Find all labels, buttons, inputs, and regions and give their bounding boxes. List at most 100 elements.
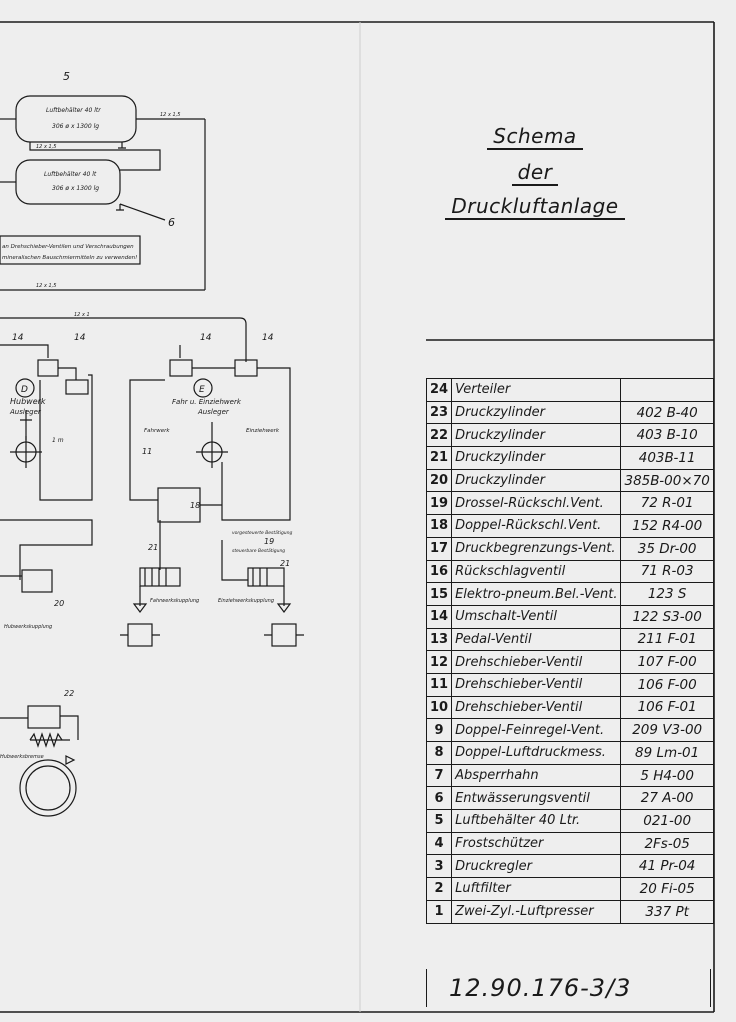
label-steuerbare: steuerbare Bestätigung <box>232 548 285 554</box>
part-name: Frostschützer <box>451 831 622 856</box>
note-line-2: mineralischen Bauschmiermitteln zu verwe… <box>2 255 137 261</box>
part-position: 12 <box>425 650 453 674</box>
part-name: Druckregler <box>451 854 622 879</box>
note-box <box>0 235 141 265</box>
part-name: Rückschlagventil <box>451 559 622 584</box>
part-name: Doppel-Rückschl.Vent. <box>451 514 622 538</box>
part-number: 211 F-01 <box>620 627 714 652</box>
label-19: 19 <box>264 537 274 546</box>
label-hubwerk: Hubwerk <box>10 397 46 406</box>
part-name: Elektro-pneum.Bel.-Vent. <box>451 582 622 606</box>
part-number: 35 Dr-00 <box>620 536 714 561</box>
label-6: 6 <box>168 216 175 229</box>
part-position: 6 <box>425 786 453 811</box>
label-hubwerkskupplung: Hubwerkskupplung <box>4 624 52 630</box>
part-name: Doppel-Luftdruckmess. <box>451 741 622 765</box>
part-name: Druckbegrenzungs-Vent. <box>451 536 622 561</box>
part-position: 8 <box>425 741 453 765</box>
label-pipe-b: 12 x 1,5 <box>36 144 56 150</box>
title-line-3: Druckluftanlage <box>430 194 640 220</box>
label-18: 18 <box>190 501 200 510</box>
part-position: 4 <box>425 831 453 856</box>
part-name: Drehschieber-Ventil <box>451 672 622 697</box>
part-number: 021-00 <box>620 809 714 833</box>
part-name: Luftbehälter 40 Ltr. <box>451 809 622 833</box>
part-position: 16 <box>425 559 453 584</box>
hubwerk-valve-group <box>0 344 93 593</box>
part-position: 23 <box>425 400 453 425</box>
part-position: 1 <box>425 899 453 924</box>
label-5: 5 <box>63 70 70 83</box>
part-number: 106 F-01 <box>620 695 714 720</box>
part-number: 107 F-00 <box>620 650 714 674</box>
part-name: Luftfilter <box>451 877 622 901</box>
part-name: Druckzylinder <box>451 400 622 425</box>
label-pipe-a: 12 x 1,5 <box>160 112 180 118</box>
label-circle-d: D <box>21 385 28 395</box>
label-22: 22 <box>64 689 74 698</box>
part-name: Druckzylinder <box>451 446 622 470</box>
part-name: Verteiler <box>451 378 622 402</box>
part-position: 24 <box>425 378 453 402</box>
part-position: 21 <box>425 446 453 470</box>
label-21a: 21 <box>148 543 158 552</box>
part-number <box>620 378 714 402</box>
part-number: 152 R4-00 <box>620 514 714 538</box>
label-hubwerk-ausleger: Ausleger <box>9 408 42 416</box>
label-reservoir-lower: Luftbehälter 40 lt <box>44 171 97 178</box>
part-name: Zwei-Zyl.-Luftpresser <box>451 899 622 924</box>
label-circle-e: E <box>199 385 205 395</box>
part-position: 22 <box>425 423 453 448</box>
label-14d: 14 <box>262 333 274 343</box>
part-number: 41 Pr-04 <box>620 854 714 879</box>
label-fahrwerk: Fahrwerk <box>144 428 170 434</box>
label-1m: 1 m <box>52 437 64 444</box>
part-position: 11 <box>425 672 453 697</box>
part-number: 106 F-00 <box>620 672 714 697</box>
title-line-1: Schema <box>430 124 640 150</box>
brake-cylinder-group <box>0 705 79 817</box>
note-line-1: an Drehschieber-Ventilen und Verschraubu… <box>2 244 134 250</box>
part-number: 89 Lm-01 <box>620 741 714 765</box>
reservoir-upper <box>0 95 206 290</box>
part-name: Doppel-Feinregel-Vent. <box>451 718 622 742</box>
reservoir-lower <box>0 142 166 221</box>
label-reservoir-lower-dim: 306 ø x 1300 lg <box>52 185 99 192</box>
part-number: 385B-00×70 <box>620 468 714 493</box>
label-21b: 21 <box>280 559 290 568</box>
part-number: 123 S <box>620 582 714 606</box>
part-position: 19 <box>425 491 453 516</box>
label-fahr-ausleger: Ausleger <box>197 408 230 416</box>
label-14a: 14 <box>12 333 24 343</box>
fahrwerk-valve-group <box>120 345 304 647</box>
part-position: 17 <box>425 536 453 561</box>
sheet-frame <box>0 21 715 1013</box>
part-name: Drehschieber-Ventil <box>451 650 622 674</box>
part-number: 209 V3-00 <box>620 718 714 742</box>
part-position: 9 <box>425 718 453 742</box>
part-position: 14 <box>425 604 453 629</box>
label-reservoir-upper-dim: 306 ø x 1300 lg <box>52 123 99 130</box>
part-position: 13 <box>425 627 453 652</box>
part-number: 403 B-10 <box>620 423 714 448</box>
label-reservoir-upper: Luftbehälter 40 ltr <box>46 107 101 114</box>
label-20: 20 <box>54 599 64 608</box>
part-number: 71 R-03 <box>620 559 714 584</box>
label-fahrwerkskupplung: Fahrwerkskupplung <box>150 598 199 604</box>
